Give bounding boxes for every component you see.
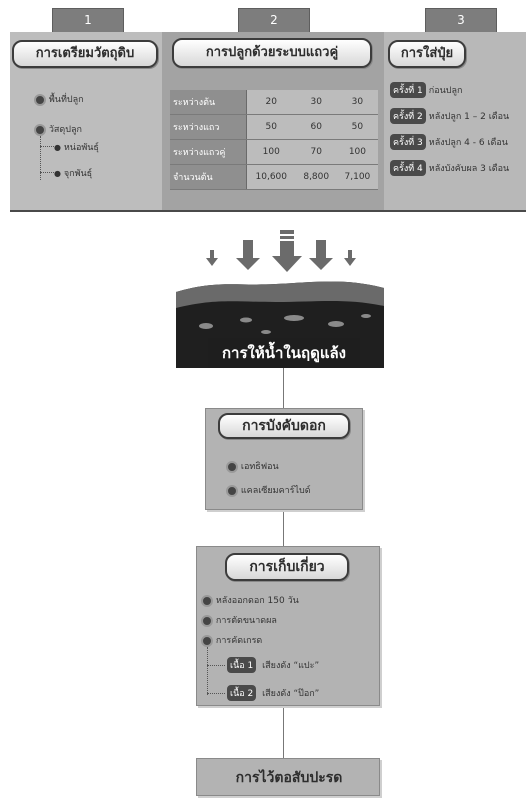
grade-1-badge: เนื้อ 1 — [227, 657, 257, 673]
flowering-title: การบังคับดอก — [218, 413, 350, 439]
step-tab-2: 2 — [238, 8, 310, 32]
table-cell: 20 — [246, 90, 296, 115]
stump-card: การไว้ตอสับปะรด — [196, 758, 380, 796]
bullet-icon — [226, 484, 238, 497]
tree-connector — [40, 136, 41, 180]
table-cell: 10,600 — [246, 164, 296, 190]
table-cell: 50 — [336, 114, 378, 140]
grade-2: เนื้อ 2 เสียงดัง “ป๊อก” — [227, 685, 319, 701]
flowering-card: การบังคับดอก เอทธิฟอน แคลเซียมคาร์ไบด์ — [205, 408, 363, 510]
harvest-item-1: หลังออกดอก 150 วัน — [201, 593, 299, 607]
flowering-item-1-label: เอทธิฟอน — [240, 462, 279, 472]
prep-item-2: วัสดุปลูก — [34, 122, 82, 136]
harvest-card: การเก็บเกี่ยว หลังออกดอก 150 วัน การตัดข… — [196, 546, 380, 706]
table-cell: 100 — [336, 139, 378, 165]
step-tab-1: 1 — [52, 8, 124, 32]
stump-title: การไว้ตอสับปะรด — [235, 770, 343, 786]
table-cell: 8,800 — [295, 164, 337, 190]
bullet-icon — [226, 460, 238, 473]
table-cell: 50 — [246, 114, 296, 140]
table-cell: 70 — [295, 139, 337, 165]
prep-sub-2-label: จุกพันธุ์ — [63, 169, 93, 179]
bullet-icon — [201, 634, 213, 647]
connector-line — [283, 368, 284, 408]
row-label: ระหว่างแถวคู่ — [170, 139, 247, 165]
grade-1-label: เสียงดัง “แปะ” — [262, 661, 320, 671]
connector-line — [283, 510, 284, 546]
row-label: จำนวนต้น — [170, 164, 247, 190]
prep-title: การเตรียมวัตถุดิบ — [12, 40, 158, 68]
watering-label: การให้น้ำในฤดูแล้ง — [208, 338, 360, 368]
fertilizer-badge: ครั้งที่ 3 — [390, 134, 426, 150]
fertilizer-title: การใส่ปุ๋ย — [388, 40, 466, 68]
step-tab-3: 3 — [425, 8, 497, 32]
bullet-icon — [201, 614, 213, 627]
flowering-item-2-label: แคลเซียมคาร์ไบด์ — [240, 486, 311, 496]
table-cell: 100 — [246, 139, 296, 165]
grade-1: เนื้อ 1 เสียงดัง “แปะ” — [227, 657, 319, 673]
fertilizer-text: หลังปลูก 4 - 6 เดือน — [428, 138, 508, 148]
harvest-item-2: การตัดขนาดผล — [201, 613, 277, 627]
planting-title: การปลูกด้วยระบบแถวคู่ — [172, 38, 372, 68]
tree-connector — [207, 647, 208, 695]
harvest-item-3-label: การคัดเกรด — [215, 636, 263, 646]
prep-item-1-label: พื้นที่ปลูก — [48, 95, 84, 105]
prep-sub-2: ● จุกพันธุ์ — [54, 169, 93, 179]
connector-line — [283, 706, 284, 758]
tree-branch — [40, 146, 54, 147]
fertilizer-text: ก่อนปลูก — [428, 86, 463, 96]
harvest-item-3: การคัดเกรด — [201, 633, 262, 647]
prep-sub-1-label: หน่อพันธุ์ — [63, 143, 99, 153]
bullet-icon — [34, 93, 46, 106]
table-cell: 30 — [336, 90, 378, 115]
grade-2-badge: เนื้อ 2 — [227, 685, 257, 701]
tree-branch — [207, 665, 225, 666]
table-cell: 30 — [295, 90, 337, 115]
harvest-item-1-label: หลังออกดอก 150 วัน — [215, 596, 299, 606]
table-cell: 7,100 — [336, 164, 378, 190]
prep-section: การเตรียมวัตถุดิบ พื้นที่ปลูก วัสดุปลูก … — [10, 32, 162, 210]
fertilizer-badge: ครั้งที่ 1 — [390, 82, 426, 98]
table-cell: 60 — [295, 114, 337, 140]
flowering-item-1: เอทธิฟอน — [226, 459, 279, 473]
top-panel: การเตรียมวัตถุดิบ พื้นที่ปลูก วัสดุปลูก … — [10, 32, 526, 212]
fertilizer-badge: ครั้งที่ 2 — [390, 108, 426, 124]
fertilizer-text: หลังปลูก 1 – 2 เดือน — [428, 112, 510, 122]
flowering-item-2: แคลเซียมคาร์ไบด์ — [226, 483, 311, 497]
row-label: ระหว่างแถว — [170, 114, 247, 140]
grade-2-label: เสียงดัง “ป๊อก” — [262, 689, 320, 699]
prep-item-1: พื้นที่ปลูก — [34, 92, 84, 106]
tree-branch — [40, 172, 54, 173]
tree-branch — [207, 693, 225, 694]
prep-item-2-label: วัสดุปลูก — [48, 125, 82, 135]
fertilizer-badge: ครั้งที่ 4 — [390, 160, 426, 176]
bullet-icon — [34, 123, 46, 136]
fertilizer-text: หลังบังคับผล 3 เดือน — [428, 164, 510, 174]
arrows-group — [200, 228, 360, 278]
bullet-icon — [201, 594, 213, 607]
row-label: ระหว่างต้น — [170, 90, 247, 115]
harvest-item-2-label: การตัดขนาดผล — [215, 616, 277, 626]
down-arrows-icon — [206, 230, 356, 272]
harvest-title: การเก็บเกี่ยว — [225, 553, 349, 581]
prep-sub-1: ● หน่อพันธุ์ — [54, 143, 99, 153]
